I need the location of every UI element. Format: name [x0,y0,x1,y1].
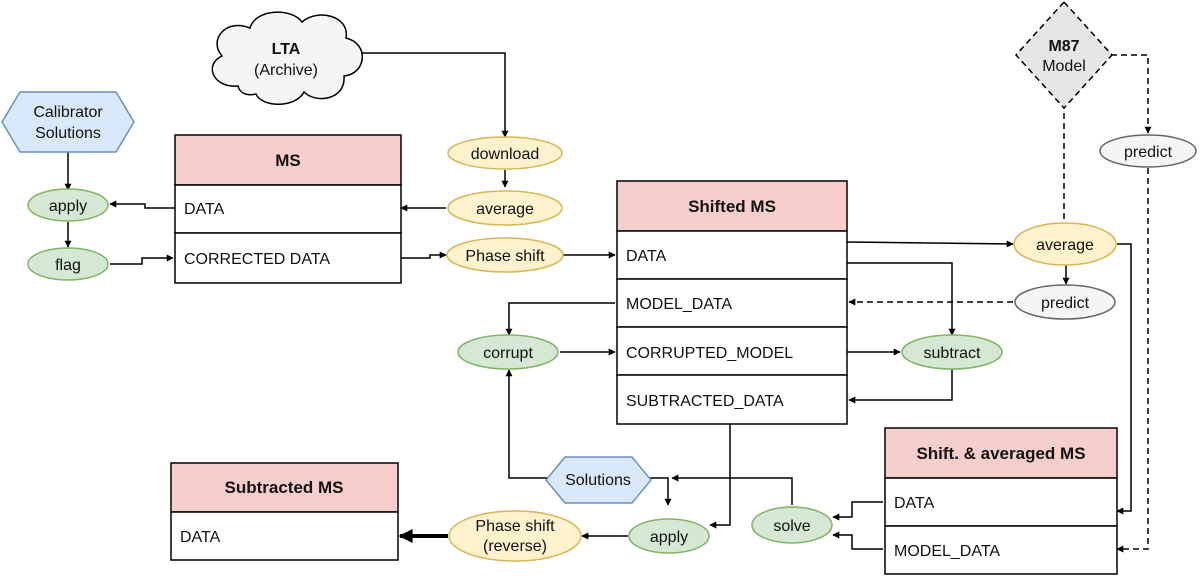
lta-cloud: LTA (Archive) [211,11,364,105]
ms-table: MS DATA CORRECTED DATA [174,134,402,284]
edge-modeldata-corrupt [505,302,615,336]
edge-flag-corrected [110,254,174,265]
ms-title: MS [275,151,301,170]
edge-avgmodel-solve [832,531,883,550]
m87-subtitle: Model [1042,58,1086,75]
edge-m87-predict [1111,54,1152,134]
avg-row-model: MODEL_DATA [894,543,1000,560]
edge-solutions-apply [650,477,672,506]
m87-model: M87 Model [1014,0,1114,110]
solutions-label: Solutions [565,472,631,489]
op-download: download [447,136,563,170]
svg-text:predict: predict [1041,295,1090,312]
shifted-ms-title: Shifted MS [688,197,776,216]
shifted-row-corrupted: CORRUPTED_MODEL [626,345,793,362]
edge-avgdata-solve [832,501,883,521]
op-flag: flag [27,247,109,281]
svg-text:Phase shift: Phase shift [475,518,555,535]
ms-row-corrected: CORRECTED DATA [184,251,330,268]
op-apply-bottom: apply [628,518,710,554]
svg-text:(reverse): (reverse) [483,538,547,555]
op-subtract: subtract [901,334,1003,370]
op-solve: solve [751,506,833,544]
subtracted-row-data: DATA [180,529,221,546]
operations: apply flag download average Phase shift … [27,134,1197,562]
svg-text:average: average [1036,237,1094,254]
svg-text:flag: flag [55,257,81,274]
edge-shifted-average [846,240,1014,248]
shifted-row-model: MODEL_DATA [626,296,732,313]
subtracted-ms-title: Subtracted MS [224,478,343,497]
edge-msdata-apply [109,200,175,209]
edge-solve-solutions [671,474,793,505]
edge-shifted-subtract [847,262,956,336]
lta-title: LTA [272,41,301,58]
op-average-right: average [1013,222,1117,266]
avg-row-data: DATA [894,495,935,512]
calibrator-line1: Calibrator [33,104,103,121]
avg-ms-table: Shift. & averaged MS DATA MODEL_DATA [884,427,1118,575]
svg-text:average: average [476,201,534,218]
svg-text:apply: apply [650,529,688,546]
edge-subtracteddata-apply [709,424,731,529]
ms-row-data: DATA [184,201,225,218]
edge-lta-download [345,52,509,138]
edge-corrected-phaseshift [401,251,447,259]
svg-text:solve: solve [773,518,810,535]
edges [64,52,1152,553]
calibrator-solutions: Calibrator Solutions [1,91,135,153]
op-apply-left: apply [27,188,109,222]
svg-text:Phase shift: Phase shift [465,248,545,265]
edge-predict-avgmodel [1116,168,1149,553]
op-predict-top: predict [1099,134,1197,168]
svg-text:corrupt: corrupt [483,345,533,362]
edge-solutions-corrupt [505,369,548,479]
op-average-top: average [447,190,563,226]
subtracted-ms-table: Subtracted MS DATA [170,462,399,561]
op-corrupt: corrupt [457,334,559,370]
shifted-row-subtracted: SUBTRACTED_DATA [626,393,784,410]
avg-ms-title: Shift. & averaged MS [916,444,1085,463]
m87-title: M87 [1048,38,1079,55]
svg-text:predict: predict [1124,144,1173,161]
op-phase-shift: Phase shift [446,237,564,273]
solutions-node: Solutions [545,456,652,504]
calibrator-line2: Solutions [35,125,101,142]
lta-subtitle: (Archive) [254,62,318,79]
edge-average-avgdata [1116,243,1132,515]
svg-text:apply: apply [49,198,87,215]
svg-text:download: download [471,146,540,163]
op-predict-mid: predict [1014,284,1116,320]
edge-subtract-subtracteddata [848,369,953,404]
svg-text:subtract: subtract [924,345,981,362]
shifted-ms-table: Shifted MS DATA MODEL_DATA CORRUPTED_MOD… [616,180,848,425]
op-phase-shift-reverse: Phase shift (reverse) [448,510,582,562]
shifted-row-data: DATA [626,248,667,265]
